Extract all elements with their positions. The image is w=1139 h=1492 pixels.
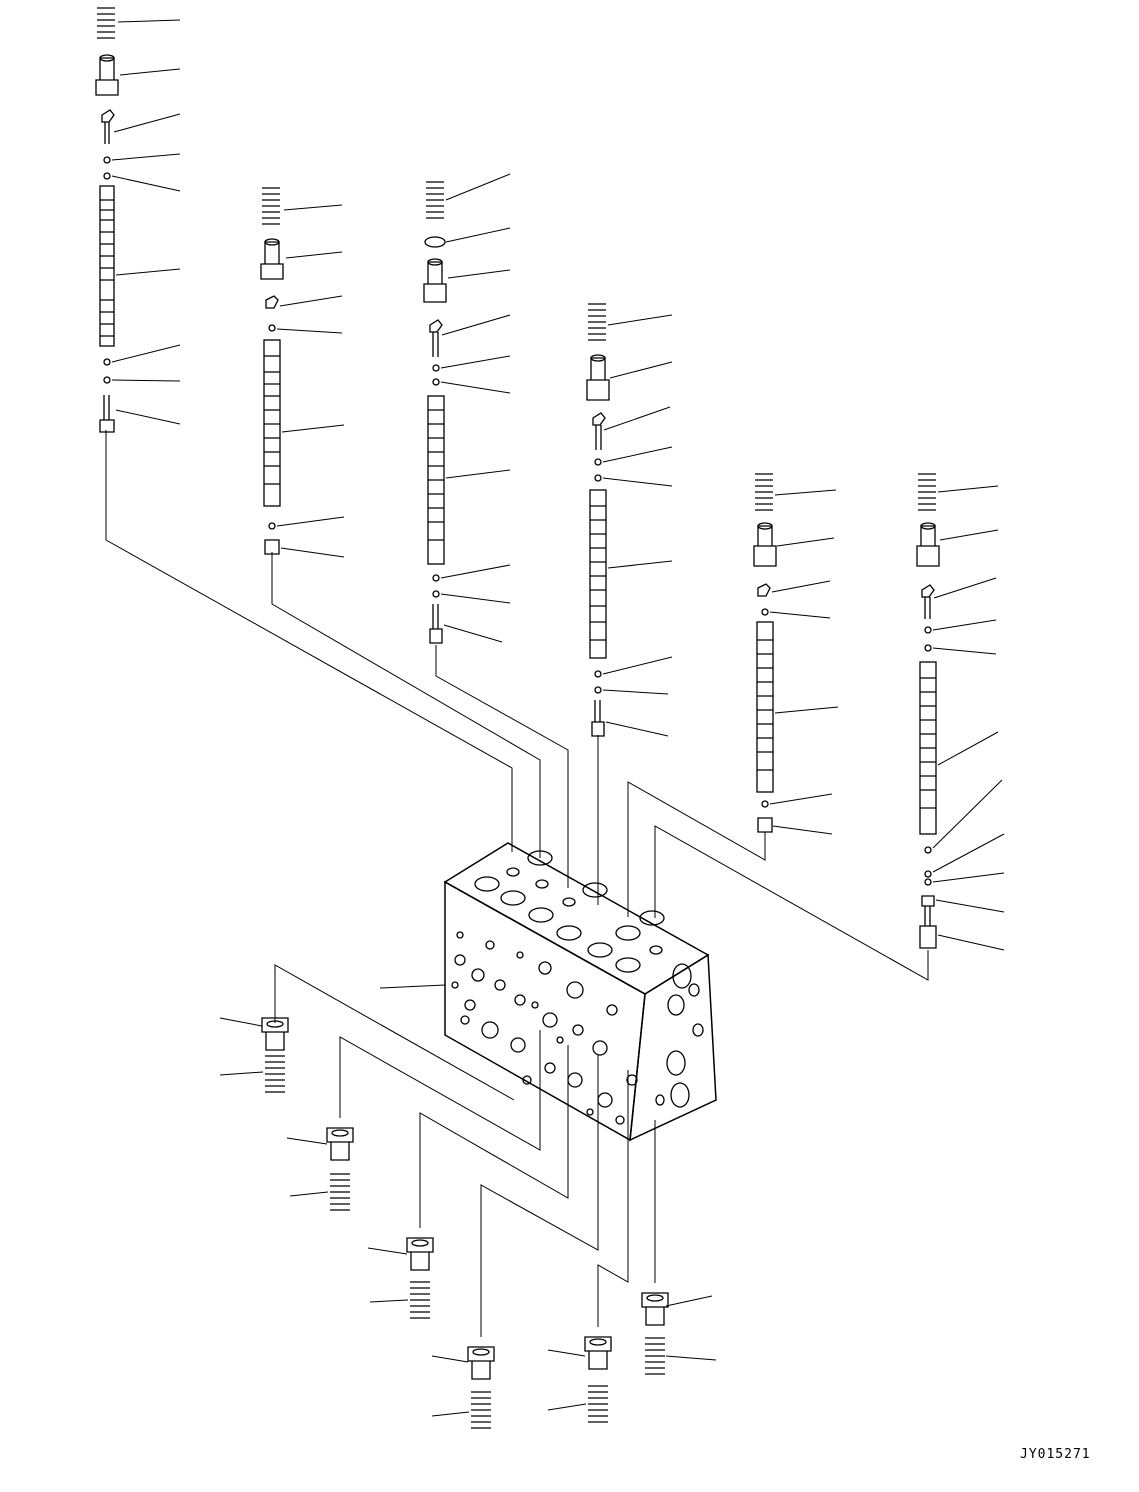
spool-assembly-5 bbox=[753, 473, 777, 833]
spool-assembly-6 bbox=[916, 473, 940, 949]
leader-lines-3 bbox=[440, 173, 511, 643]
leader-lines-5 bbox=[769, 489, 839, 835]
leader-lines-2 bbox=[276, 204, 345, 558]
leader-lines-1 bbox=[111, 19, 181, 425]
routing-lines bbox=[105, 430, 929, 1337]
spool-assembly-4 bbox=[586, 303, 610, 737]
bottom-plug-set-5 bbox=[547, 1336, 612, 1423]
bottom-plug-set-1 bbox=[219, 1017, 289, 1093]
leader-lines-4 bbox=[602, 314, 673, 737]
drawing-code: JY015271 bbox=[1020, 1447, 1091, 1462]
leader-lines-6 bbox=[932, 485, 1005, 951]
leader-line-body bbox=[379, 984, 446, 989]
bottom-plug-set-4 bbox=[431, 1346, 495, 1429]
spool-assembly-3 bbox=[423, 181, 447, 644]
bottom-plug-set-2 bbox=[286, 1127, 354, 1211]
bottom-plug-set-6 bbox=[641, 1292, 717, 1375]
spool-assembly-2 bbox=[260, 187, 284, 555]
bottom-plug-set-3 bbox=[367, 1237, 434, 1319]
spool-assembly-1 bbox=[95, 7, 119, 433]
valve-body bbox=[443, 842, 717, 1142]
